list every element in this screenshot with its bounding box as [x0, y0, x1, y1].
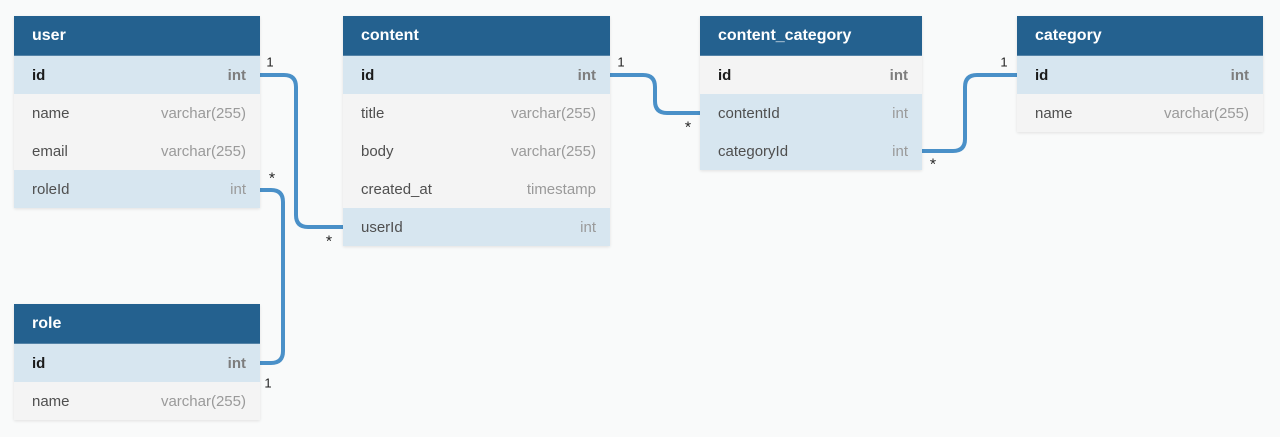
relation-user-role-line[interactable]: [258, 188, 285, 365]
field-type: int: [580, 218, 596, 236]
cardinality-label-user-content: *: [325, 233, 333, 251]
field-type: varchar(255): [1163, 104, 1249, 122]
field-type: varchar(255): [510, 104, 596, 122]
field-name: id: [32, 66, 46, 84]
field-name: email: [32, 142, 68, 160]
field-name: name: [32, 392, 70, 410]
field-name: name: [32, 104, 70, 122]
table-header-role[interactable]: role: [14, 304, 260, 344]
table-title: content_category: [718, 27, 852, 44]
relation-content-content_category-line[interactable]: [608, 73, 702, 115]
field-name: body: [361, 142, 394, 160]
field-type: int: [892, 142, 908, 160]
table-role[interactable]: role id int name varchar(255): [14, 304, 260, 420]
field-row-role-name[interactable]: name varchar(255): [14, 382, 260, 420]
field-type: varchar(255): [160, 104, 246, 122]
field-row-user-email[interactable]: email varchar(255): [14, 132, 260, 170]
field-row-content_category-id[interactable]: id int: [700, 56, 922, 94]
cardinality-label-content_category-category: 1: [1000, 54, 1008, 70]
table-content[interactable]: content id int title varchar(255) body varchar…: [343, 16, 610, 246]
field-row-category-name[interactable]: name varchar(255): [1017, 94, 1263, 132]
field-type: int: [892, 104, 908, 122]
field-name: roleId: [32, 180, 70, 198]
relation-content_category-category-line[interactable]: [919, 73, 1020, 153]
field-name: id: [32, 354, 46, 372]
field-row-content_category-contentId[interactable]: contentId int: [700, 94, 922, 132]
relation-user-content-line[interactable]: [258, 73, 345, 229]
field-name: id: [361, 66, 375, 84]
field-name: contentId: [718, 104, 780, 122]
field-name: id: [718, 66, 732, 84]
field-type: int: [1230, 66, 1249, 84]
field-row-user-roleId[interactable]: roleId int: [14, 170, 260, 208]
cardinality-label-user-role: 1: [264, 375, 272, 391]
table-title: user: [32, 27, 66, 44]
field-row-content_category-categoryId[interactable]: categoryId int: [700, 132, 922, 170]
field-type: timestamp: [526, 180, 596, 198]
field-row-content-id[interactable]: id int: [343, 56, 610, 94]
cardinality-label-user-role: *: [268, 170, 276, 188]
field-row-content-created_at[interactable]: created_at timestamp: [343, 170, 610, 208]
table-title: category: [1035, 27, 1102, 44]
field-type: varchar(255): [160, 142, 246, 160]
field-name: id: [1035, 66, 1049, 84]
field-type: int: [227, 66, 246, 84]
cardinality-label-content-content_category: 1: [617, 54, 625, 70]
table-header-user[interactable]: user: [14, 16, 260, 56]
field-row-user-name[interactable]: name varchar(255): [14, 94, 260, 132]
table-header-content_category[interactable]: content_category: [700, 16, 922, 56]
table-user[interactable]: user id int name varchar(255) email varchar(25…: [14, 16, 260, 208]
cardinality-label-user-content: 1: [266, 54, 274, 70]
field-name: name: [1035, 104, 1073, 122]
field-row-content-body[interactable]: body varchar(255): [343, 132, 610, 170]
field-type: int: [227, 354, 246, 372]
field-name: created_at: [361, 180, 432, 198]
table-title: role: [32, 315, 62, 332]
field-row-role-id[interactable]: id int: [14, 344, 260, 382]
table-header-content[interactable]: content: [343, 16, 610, 56]
field-name: title: [361, 104, 385, 122]
field-type: int: [577, 66, 596, 84]
field-row-category-id[interactable]: id int: [1017, 56, 1263, 94]
field-name: categoryId: [718, 142, 789, 160]
field-row-content-userId[interactable]: userId int: [343, 208, 610, 246]
field-type: varchar(255): [160, 392, 246, 410]
field-type: varchar(255): [510, 142, 596, 160]
field-type: int: [230, 180, 246, 198]
table-title: content: [361, 27, 419, 44]
cardinality-label-content_category-category: *: [929, 156, 937, 174]
field-name: userId: [361, 218, 403, 236]
table-header-category[interactable]: category: [1017, 16, 1263, 56]
table-category[interactable]: category id int name varchar(255): [1017, 16, 1263, 132]
field-row-user-id[interactable]: id int: [14, 56, 260, 94]
field-type: int: [889, 66, 908, 84]
cardinality-label-content-content_category: *: [684, 119, 692, 137]
field-row-content-title[interactable]: title varchar(255): [343, 94, 610, 132]
